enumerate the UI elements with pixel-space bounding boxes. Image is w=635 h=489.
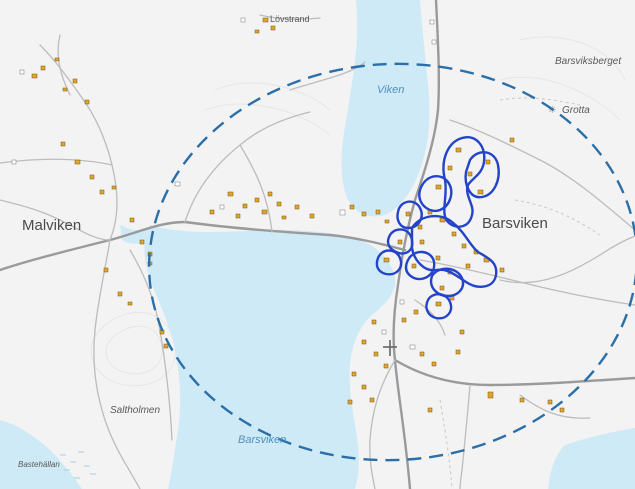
trails — [439, 97, 601, 489]
minor-roads — [0, 14, 635, 489]
label-barsviken-town: Barsviken — [482, 215, 548, 232]
label-lovstrand: Lövstrand — [270, 14, 310, 24]
label-bastehallan: Bastehällan — [18, 460, 60, 469]
settlement-cluster-outlines — [375, 136, 500, 320]
label-saltholmen: Saltholmen — [110, 405, 160, 416]
label-viken: Viken — [377, 84, 404, 96]
marsh-icon — [60, 451, 96, 479]
label-grotta: Grotta — [562, 105, 590, 116]
water-channel — [120, 225, 152, 244]
label-barsviken-water: Barsviken — [238, 434, 286, 446]
label-malviken: Malviken — [22, 217, 81, 234]
outbuildings — [11, 17, 437, 350]
buffer-zone-ellipse — [147, 62, 635, 462]
water-viken — [341, 0, 430, 217]
hill-shading — [90, 36, 626, 387]
label-barsviksberget: Barsviksberget — [555, 56, 622, 67]
water-barsviken — [144, 225, 396, 489]
church-cross-icon — [383, 340, 397, 356]
buildings — [31, 17, 565, 413]
water-southeast — [548, 428, 635, 489]
water-southwest — [0, 420, 82, 489]
